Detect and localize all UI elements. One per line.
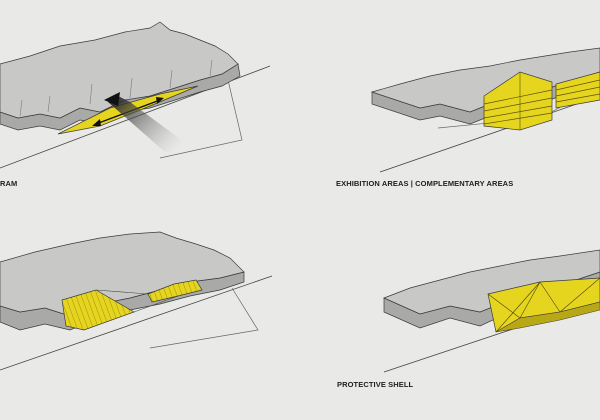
caption-panel-4: PROTECTIVE SHELL bbox=[337, 380, 414, 389]
shell-folds bbox=[487, 277, 600, 333]
exhibition-floors bbox=[483, 71, 553, 131]
ground-line bbox=[0, 275, 273, 371]
building-inner-ridge bbox=[19, 59, 213, 117]
panel-2-exhibition-diagram bbox=[370, 47, 600, 173]
entry-arrow-head bbox=[104, 92, 120, 106]
complementary-floors bbox=[555, 71, 600, 109]
building-mass-top bbox=[0, 231, 245, 317]
entry-arrow bbox=[108, 96, 195, 152]
ground-outline bbox=[159, 79, 243, 159]
volume-wedge-large bbox=[61, 289, 135, 331]
ground-line bbox=[379, 95, 600, 173]
shell-shadow bbox=[495, 301, 600, 333]
panel-4-protective-shell bbox=[383, 249, 600, 373]
arrowhead-right bbox=[156, 97, 164, 104]
panel-1-program-diagram bbox=[0, 21, 271, 169]
building-mass-top bbox=[370, 47, 600, 113]
volume-wedge-small bbox=[147, 279, 203, 303]
cut-lines bbox=[95, 289, 179, 313]
building-mass-top bbox=[383, 249, 600, 315]
arrowhead-left bbox=[92, 119, 101, 126]
building-mass-top bbox=[0, 21, 239, 119]
caption-panel-2: EXHIBITION AREAS | COMPLEMENTARY AREAS bbox=[336, 179, 514, 188]
ground-outline bbox=[149, 287, 259, 349]
caption-panel-1: RAM bbox=[0, 179, 18, 188]
panel-3-volume-diagram bbox=[0, 231, 273, 371]
